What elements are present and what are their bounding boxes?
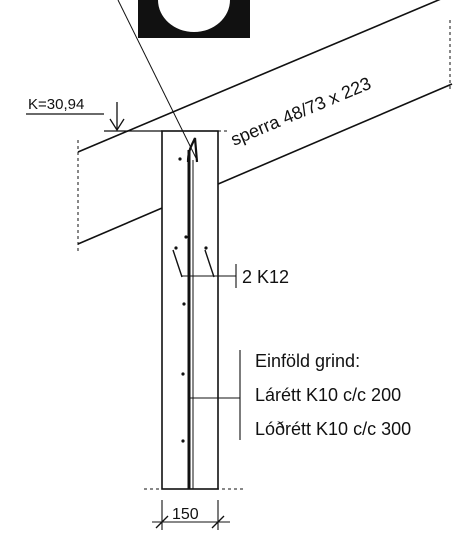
dimension-label: 150	[172, 506, 199, 523]
rebar-dot	[181, 439, 185, 443]
k12-bar-right	[204, 249, 215, 278]
level-arrow-head	[109, 118, 125, 132]
rafter-bottom-edge	[77, 83, 453, 245]
dimension-tick-right	[211, 515, 225, 529]
grid-vertical: Lóðrétt K10 c/c 300	[255, 419, 411, 439]
level-label: K=30,94	[28, 96, 84, 113]
rafter-label: sperra 48/73 x 223	[228, 73, 374, 150]
rebar-dot	[174, 246, 178, 250]
grid-title: Einföld grind:	[255, 351, 360, 371]
k12-bar-left	[172, 249, 183, 278]
rebar-dot	[184, 235, 188, 239]
rebar-dot	[204, 246, 208, 250]
top-leader-line	[117, 0, 197, 159]
rebar-dot	[181, 372, 185, 376]
rebar-dot	[178, 157, 182, 161]
bar-label: 2 K12	[242, 267, 289, 287]
grid-horizontal: Lárétt K10 c/c 200	[255, 385, 401, 405]
dimension-tick-left	[155, 515, 169, 529]
duct-shape	[138, 0, 250, 38]
rebar-dot	[182, 302, 186, 306]
rafter-top-edge	[77, 0, 441, 153]
